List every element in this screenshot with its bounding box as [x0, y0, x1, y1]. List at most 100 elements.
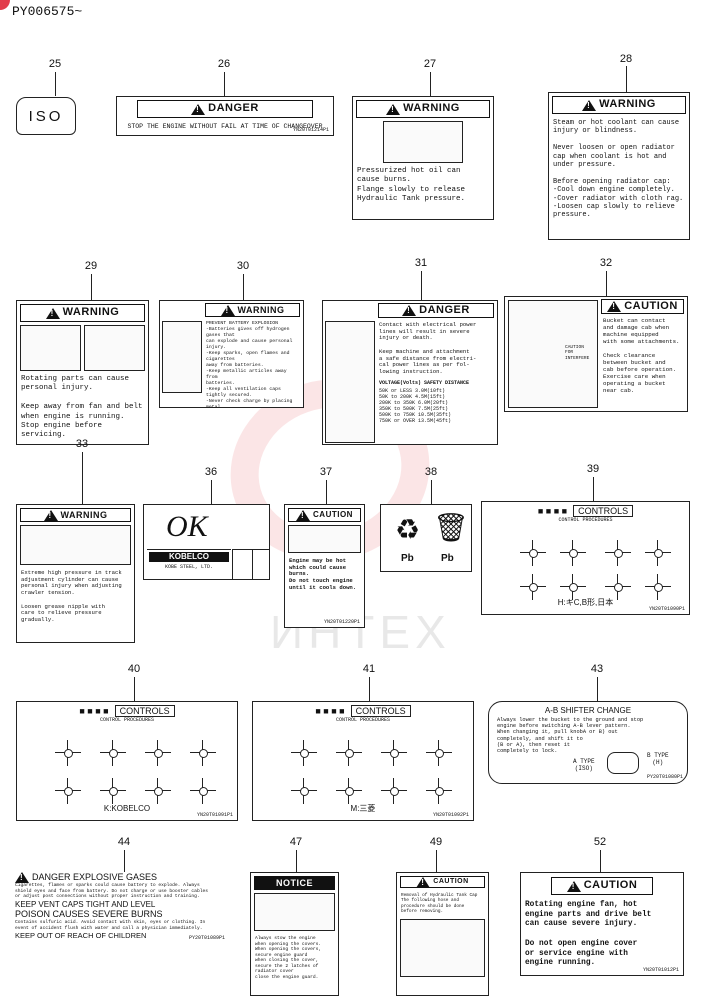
label-47-body: Always stow the engine when opening the … — [255, 936, 322, 980]
label-31-danger: DANGER Contact with electrical power lin… — [322, 300, 498, 445]
lever-pattern-icon — [55, 740, 81, 766]
label-43-shifter: A-B SHIFTER CHANGE Always lower the buck… — [488, 701, 688, 784]
hot-oil-pictogram-icon — [383, 121, 463, 163]
control-pattern-diagram — [490, 532, 681, 600]
label-27-warning: WARNING Pressurized hot oil can cause bu… — [352, 96, 494, 220]
leader-36 — [211, 480, 212, 504]
label-37-head: CAUTION — [313, 510, 353, 520]
control-pattern-diagram — [261, 732, 465, 804]
fan-hazard-pictogram-icon — [20, 325, 81, 371]
leader-25 — [55, 72, 56, 96]
page-corner-marker — [0, 0, 10, 10]
label-40-sub: CONTROL PROCEDURES — [99, 717, 154, 723]
lever-pattern-icon — [381, 740, 407, 766]
label-31-body: Contact with electrical power lines will… — [379, 321, 477, 375]
label-28-body: Steam or hot coolant can cause injury or… — [553, 119, 684, 220]
controls-jp-title: ■ ■ ■ ■ — [79, 706, 109, 716]
label-44-battery-danger: DANGER EXPLOSIVE GASES Cigarettes, flame… — [15, 872, 225, 947]
item-number-32: 32 — [599, 257, 613, 269]
lever-pattern-icon — [145, 778, 171, 804]
label-39-caption: H:キC,B形,日本 — [557, 598, 614, 608]
label-43-body: Always lower the bucket to the ground an… — [497, 716, 644, 755]
label-41-code: YN20T01092P1 — [432, 812, 469, 818]
lever-pattern-icon — [645, 540, 671, 566]
lever-pattern-icon — [520, 540, 546, 566]
leader-30 — [243, 274, 244, 300]
item-number-25: 25 — [48, 58, 62, 70]
item-number-37: 37 — [319, 466, 333, 478]
warning-triangle-icon — [45, 307, 60, 319]
lever-pattern-icon — [100, 740, 126, 766]
warning-triangle-icon — [582, 99, 597, 111]
lever-pattern-icon — [55, 778, 81, 804]
label-30-body: PREVENT BATTERY EXPLOSION -Batteries giv… — [206, 321, 293, 408]
label-36-kobelco: OK KOBELCO KOBE STEEL, LTD. — [143, 504, 270, 580]
leader-33 — [82, 452, 83, 504]
bucket-interference-pictogram-icon: CAUTION FOR INTERFERE — [508, 300, 598, 408]
brand-box-1 — [232, 549, 253, 579]
kobelco-brand: KOBELCO — [149, 552, 229, 562]
label-26-body: STOP THE ENGINE WITHOUT FAIL AT TIME OF … — [127, 123, 323, 130]
label-31-head: DANGER — [419, 303, 470, 316]
control-pattern-diagram — [25, 732, 229, 804]
label-44-line3: POISON CAUSES SEVERE BURNS — [15, 909, 163, 920]
hydraulic-tank-pictogram-icon — [400, 919, 485, 978]
label-40-title: CONTROLS — [114, 705, 175, 717]
label-41-controls: ■ ■ ■ ■CONTROLS CONTROL PROCEDURES M:三菱 … — [252, 701, 474, 821]
label-32-caution: CAUTION CAUTION FOR INTERFERE Bucket can… — [504, 296, 688, 412]
label-37-caution: CAUTION Engine may be hot which could ca… — [284, 504, 365, 628]
item-number-33: 33 — [75, 438, 89, 450]
label-30-head: WARNING — [237, 304, 285, 315]
label-52-head: CAUTION — [583, 879, 638, 892]
label-27-head: WARNING — [403, 102, 460, 115]
label-27-body: Pressurized hot oil can cause burns. Fla… — [357, 167, 466, 204]
label-33-body: Extreme high pressure in track adjustmen… — [21, 569, 122, 623]
lever-pattern-icon — [520, 574, 546, 600]
excavator-pictogram-icon — [20, 525, 131, 565]
label-32-head: CAUTION — [624, 299, 678, 312]
item-number-44: 44 — [117, 836, 131, 848]
lever-pattern-icon — [336, 740, 362, 766]
label-40-caption: K:KOBELCO — [103, 804, 151, 814]
label-44-line1: DANGER EXPLOSIVE GASES — [15, 872, 225, 884]
label-28-head: WARNING — [599, 98, 656, 111]
belt-hazard-pictogram-icon — [84, 325, 145, 371]
lever-pattern-icon — [100, 778, 126, 804]
lever-pattern-icon — [426, 778, 452, 804]
label-37-body: Engine may be hot which could cause burn… — [289, 557, 357, 591]
label-41-title: CONTROLS — [350, 705, 411, 717]
label-31-table: 50K or LESS 3.0M(10ft) 50K to 200K 4.5M(… — [379, 387, 452, 424]
leader-28 — [626, 66, 627, 92]
lever-pattern-icon — [605, 574, 631, 600]
leader-43 — [597, 677, 598, 701]
leader-26 — [224, 72, 225, 96]
item-number-43: 43 — [590, 663, 604, 675]
label-44-line2: KEEP VENT CAPS TIGHT AND LEVEL — [15, 899, 156, 909]
warning-triangle-icon — [15, 872, 29, 884]
label-29-warning: WARNING Rotating parts can cause persona… — [16, 300, 149, 445]
brand-box-2 — [252, 549, 269, 579]
lever-pattern-icon — [336, 778, 362, 804]
recycle-icon: ♻ — [395, 513, 421, 546]
label-39-title: CONTROLS — [573, 505, 634, 517]
item-number-30: 30 — [236, 260, 250, 272]
leader-49 — [436, 850, 437, 872]
serial-number: PY006575~ — [12, 4, 83, 19]
label-38-recycle: ♻ 🗑 Pb Pb — [380, 504, 472, 572]
item-number-31: 31 — [414, 257, 428, 269]
label-44-line4: KEEP OUT OF REACH OF CHILDREN — [15, 931, 147, 941]
warning-triangle-icon — [43, 509, 58, 521]
controls-jp-title: ■ ■ ■ ■ — [315, 706, 345, 716]
label-26-danger: DANGER STOP THE ENGINE WITHOUT FAIL AT T… — [116, 96, 334, 136]
item-number-38: 38 — [424, 466, 438, 478]
label-43-head: A-B SHIFTER CHANGE — [544, 706, 632, 715]
warning-triangle-icon — [386, 103, 401, 115]
label-40-code: YN20T01091P1 — [196, 812, 233, 818]
leader-27 — [430, 72, 431, 96]
label-49-body: Removal of Hydraulic Tank Cap The follow… — [401, 893, 478, 914]
label-39-controls: ■ ■ ■ ■CONTROLS CONTROL PROCEDURES H:キC,… — [481, 501, 690, 615]
power-line-pictogram-icon — [325, 321, 375, 443]
label-43-b-type: B TYPE (H) — [647, 752, 669, 767]
lever-pattern-icon — [190, 778, 216, 804]
leader-31 — [421, 271, 422, 300]
